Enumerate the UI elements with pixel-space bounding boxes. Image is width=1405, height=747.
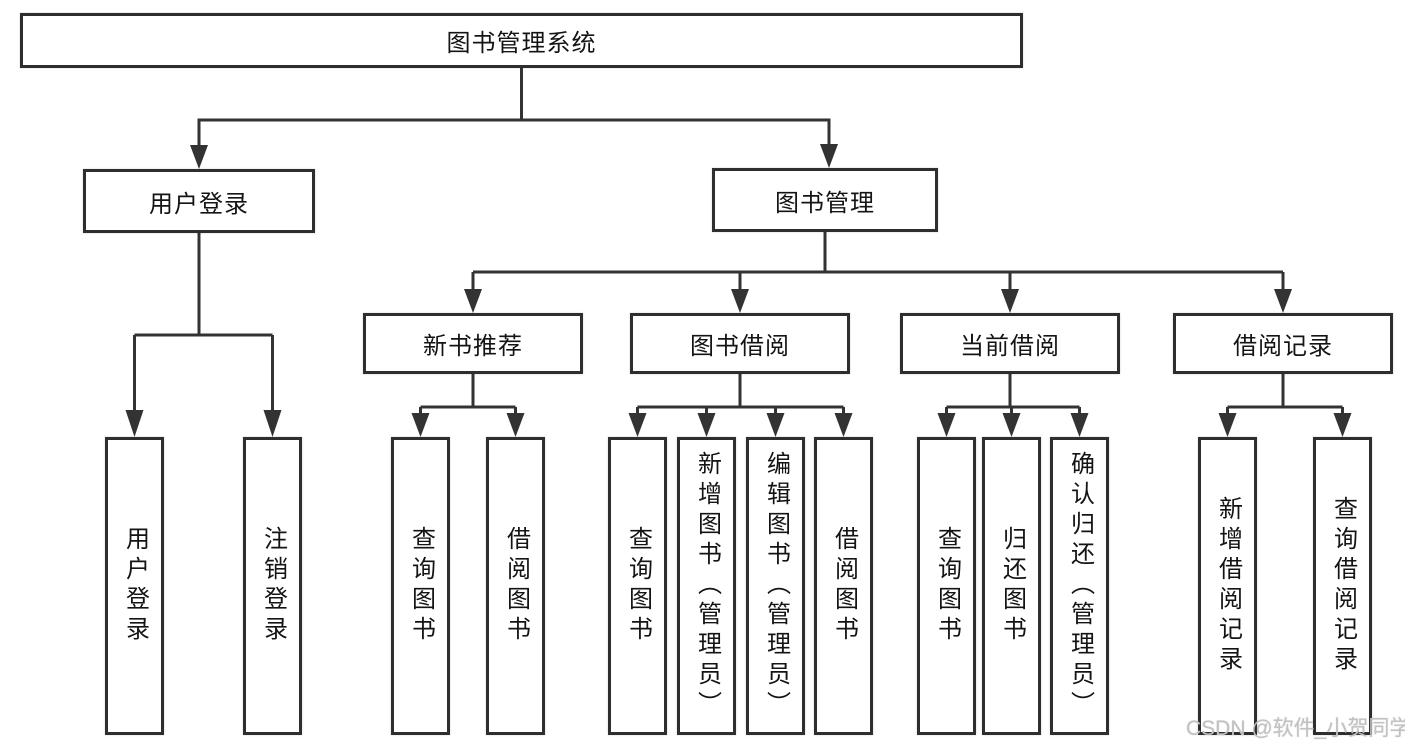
node-borrowing-records-label: 借阅记录 [1233,333,1333,360]
node-borrowing-records: 借阅记录 [1173,313,1393,374]
leaf-query-borrow-record: 查询借阅记录 [1313,437,1372,735]
leaf-borrow-books-recommend-label: 借阅图书 [502,526,530,646]
leaf-add-books-admin: 新增图书（管理员） [677,437,736,735]
leaf-logout-label: 注销登录 [259,526,287,646]
leaf-return-books-label: 归还图书 [998,526,1026,646]
leaf-query-books-current: 查询图书 [917,437,976,735]
connector-current-to-leaves [937,374,1089,437]
node-user-login-label: 用户登录 [149,190,249,218]
node-root-label: 图书管理系统 [446,30,597,57]
leaf-query-books-recommend-label: 查询图书 [407,526,435,646]
node-new-book-recommend-label: 新书推荐 [423,333,523,360]
connector-records-to-leaves [1218,374,1352,437]
leaf-confirm-return-admin-label: 确认归还（管理员） [1066,451,1094,721]
leaf-query-books-recommend: 查询图书 [391,437,450,735]
leaf-borrow-books: 借阅图书 [814,437,873,735]
node-user-login: 用户登录 [83,169,315,233]
leaf-edit-books-admin: 编辑图书（管理员） [746,437,805,735]
leaf-user-login-label: 用户登录 [121,526,149,646]
leaf-add-books-admin-label: 新增图书（管理员） [693,451,721,721]
connector-mgmt-to-level3 [464,232,1292,313]
node-new-book-recommend: 新书推荐 [363,313,583,374]
leaf-add-borrow-record-label: 新增借阅记录 [1214,496,1242,676]
node-root-system: 图书管理系统 [20,13,1023,68]
leaf-borrow-books-label: 借阅图书 [830,526,858,646]
node-current-borrowing: 当前借阅 [900,313,1120,374]
node-current-borrowing-label: 当前借阅 [960,333,1060,360]
leaf-query-books-borrowing-label: 查询图书 [624,526,652,646]
csdn-watermark: CSDN @软件_小贺同学 [1186,717,1405,740]
leaf-add-borrow-record: 新增借阅记录 [1198,437,1257,735]
node-book-borrowing: 图书借阅 [630,313,850,374]
leaf-query-books-borrowing: 查询图书 [608,437,667,735]
leaf-return-books: 归还图书 [982,437,1041,735]
node-book-management: 图书管理 [712,168,938,232]
leaf-borrow-books-recommend: 借阅图书 [486,437,545,735]
node-book-borrowing-label: 图书借阅 [690,333,790,360]
node-book-management-label: 图书管理 [775,189,875,217]
connector-login-to-leaves [125,233,282,437]
leaf-user-login: 用户登录 [105,437,164,735]
connector-newbook-to-leaves [411,374,525,437]
leaf-confirm-return-admin: 确认归还（管理员） [1050,437,1109,735]
leaf-query-borrow-record-label: 查询借阅记录 [1329,496,1357,676]
connector-borrow-to-leaves [628,374,853,437]
leaf-logout: 注销登录 [243,437,302,735]
leaf-edit-books-admin-label: 编辑图书（管理员） [762,451,790,721]
connector-root-to-level2 [190,68,838,169]
leaf-query-books-current-label: 查询图书 [933,526,961,646]
